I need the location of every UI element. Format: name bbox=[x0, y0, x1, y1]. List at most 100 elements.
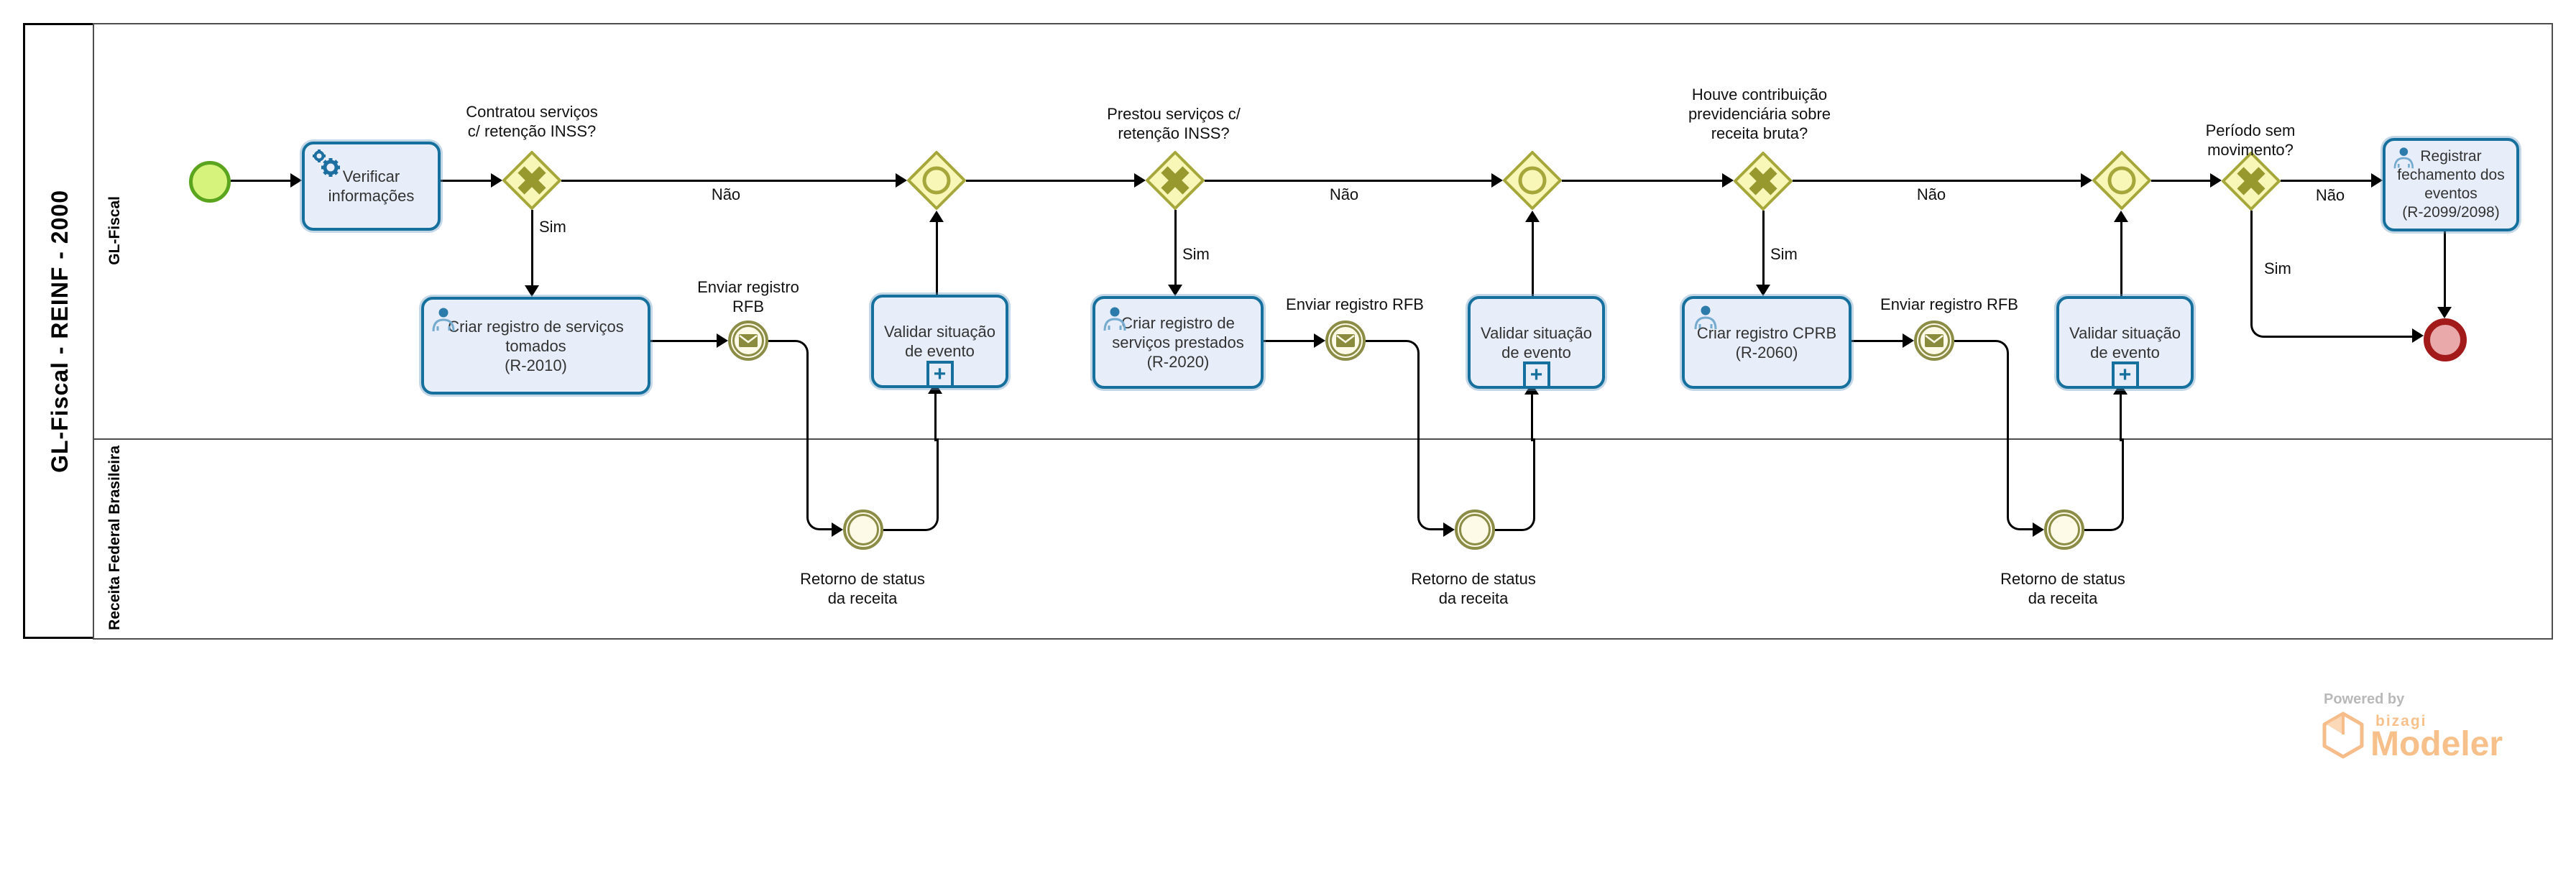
gateway-label-prestou: Prestou serviços c/ retenção INSS? bbox=[1107, 105, 1241, 142]
subprocess-plus-icon: + bbox=[2111, 361, 2139, 389]
lane-label-gl-fiscal: GL-Fiscal bbox=[106, 196, 123, 265]
flow-label-nao-2: Não bbox=[1329, 185, 1359, 203]
task-label: Validar situação de evento bbox=[884, 323, 995, 360]
event-label-enviar-rfb-2: Enviar registro RFB bbox=[1286, 295, 1424, 313]
sequence-flow-route bbox=[883, 438, 939, 531]
event-label-retorno-2: Retorno de status da receita bbox=[1411, 570, 1536, 607]
flow-arrowhead bbox=[1314, 333, 1325, 348]
message-flow-route bbox=[1954, 340, 2009, 450]
flow-label-nao-1: Não bbox=[711, 185, 741, 203]
flow-label-nao-4: Não bbox=[2315, 186, 2345, 204]
flow-label-sim-1: Sim bbox=[539, 218, 566, 236]
gateway-periodo-sem-movimento[interactable] bbox=[2221, 151, 2281, 211]
event-double-ring bbox=[1459, 514, 1491, 545]
task-registrar-fechamento[interactable]: Registrar fechamento dos eventos (R-2099… bbox=[2383, 138, 2519, 231]
flow-arrowhead bbox=[1443, 522, 1455, 537]
event-double-ring bbox=[1330, 325, 1361, 356]
user-icon bbox=[1694, 305, 1717, 330]
event-label-retorno-3: Retorno de status da receita bbox=[2000, 570, 2125, 607]
flow-arrowhead bbox=[2114, 211, 2128, 222]
modeler-wordmark: Modeler bbox=[2370, 725, 2503, 763]
pool-title: GL-Fiscal - REINF - 2000 bbox=[47, 189, 73, 473]
sequence-flow-nao-4 bbox=[2281, 180, 2371, 182]
event-double-ring bbox=[1918, 325, 1950, 356]
catch-event-retorno-3[interactable] bbox=[2044, 510, 2084, 550]
flow-arrowhead bbox=[1168, 285, 1182, 296]
subprocess-plus-icon: + bbox=[926, 361, 954, 388]
sequence-flow-nao-2 bbox=[1205, 180, 1491, 182]
message-flow-route bbox=[806, 424, 835, 530]
event-label-enviar-rfb-1: Enviar registro RFB bbox=[697, 278, 799, 315]
gateway-merge-1[interactable] bbox=[906, 150, 967, 211]
gateway-contratou-servicos[interactable] bbox=[502, 150, 562, 211]
subprocess-validar-situacao-3[interactable]: Validar situação de evento + bbox=[2056, 296, 2194, 389]
flow-arrowhead bbox=[832, 522, 843, 537]
catch-event-retorno-1[interactable] bbox=[843, 510, 883, 550]
task-label: Criar registro de serviços tomados (R-20… bbox=[448, 317, 624, 374]
message-event-enviar-rfb-3[interactable] bbox=[1914, 321, 1954, 361]
start-event[interactable] bbox=[189, 161, 231, 203]
flow-arrowhead bbox=[2371, 173, 2383, 188]
gateway-houve-contribuicao[interactable] bbox=[1733, 151, 1793, 211]
task-label: Criar registro CPRB (R-2060) bbox=[1696, 323, 1837, 361]
task-label: Validar situação de evento bbox=[1481, 323, 1592, 361]
gateway-label-contratou: Contratou serviços c/ retenção INSS? bbox=[466, 103, 598, 140]
sequence-flow bbox=[1258, 340, 1314, 342]
subprocess-validar-situacao-1[interactable]: Validar situação de evento + bbox=[871, 295, 1008, 388]
flow-label-sim-3: Sim bbox=[1770, 245, 1798, 263]
sequence-flow bbox=[936, 221, 938, 295]
end-event[interactable] bbox=[2424, 318, 2467, 361]
task-verificar-informacoes[interactable]: Verificar informações bbox=[302, 142, 441, 231]
message-event-enviar-rfb-1[interactable] bbox=[728, 321, 768, 361]
sequence-flow-sim-1 bbox=[531, 210, 533, 285]
flow-arrowhead bbox=[2210, 173, 2222, 188]
message-flow-route bbox=[768, 340, 809, 450]
sequence-flow-route bbox=[1495, 438, 1535, 531]
flow-arrowhead bbox=[2437, 307, 2452, 318]
flow-arrowhead bbox=[1491, 173, 1503, 188]
flow-arrowhead bbox=[896, 173, 907, 188]
sequence-flow-sim-3 bbox=[1762, 211, 1765, 285]
sequence-flow bbox=[1532, 221, 1534, 296]
flow-arrowhead bbox=[1756, 285, 1770, 296]
message-event-enviar-rfb-2[interactable] bbox=[1325, 321, 1366, 361]
bizagi-wordmark: bizagi bbox=[2375, 713, 2427, 729]
sequence-flow bbox=[645, 340, 717, 342]
flow-arrowhead bbox=[290, 173, 302, 188]
gateway-merge-2[interactable] bbox=[1502, 150, 1563, 211]
task-label: Criar registro de serviços prestados (R-… bbox=[1112, 314, 1244, 371]
event-double-ring bbox=[2048, 514, 2080, 545]
flow-arrowhead bbox=[717, 333, 728, 348]
sequence-flow bbox=[2444, 226, 2446, 307]
flow-arrowhead bbox=[491, 173, 502, 188]
flow-label-sim-2: Sim bbox=[1182, 245, 1210, 263]
gateway-prestou-servicos[interactable] bbox=[1145, 150, 1205, 211]
task-criar-registro-servicos-prestados[interactable]: Criar registro de serviços prestados (R-… bbox=[1092, 296, 1264, 389]
sequence-flow bbox=[435, 180, 492, 182]
task-criar-registro-cprb[interactable]: Criar registro CPRB (R-2060) bbox=[1682, 296, 1852, 389]
sequence-flow-sim-2 bbox=[1174, 210, 1177, 285]
flow-arrowhead bbox=[1134, 173, 1146, 188]
lane-label-wrap-2: Receita Federal Brasileira bbox=[97, 438, 133, 637]
flow-arrowhead bbox=[2033, 522, 2044, 537]
sequence-flow-nao-3 bbox=[1793, 180, 2081, 182]
sequence-flow-route bbox=[1531, 395, 1533, 441]
bizagi-logo-icon bbox=[2322, 711, 2364, 759]
catch-event-retorno-2[interactable] bbox=[1455, 510, 1495, 550]
subprocess-validar-situacao-2[interactable]: Validar situação de evento + bbox=[1468, 296, 1605, 389]
lane-label-receita-federal: Receita Federal Brasileira bbox=[106, 445, 123, 630]
sequence-flow bbox=[2120, 221, 2122, 296]
sequence-flow-route bbox=[2120, 395, 2122, 441]
sequence-flow bbox=[1562, 180, 1722, 182]
powered-by-text: Powered by bbox=[2324, 691, 2405, 707]
event-double-ring bbox=[732, 325, 764, 356]
flow-arrowhead bbox=[2081, 173, 2092, 188]
lane-label-wrap-1: GL-Fiscal bbox=[97, 23, 133, 438]
lane-receita-federal bbox=[93, 438, 2553, 640]
subprocess-plus-icon: + bbox=[1522, 361, 1550, 389]
gateway-merge-3[interactable] bbox=[2092, 150, 2152, 211]
task-criar-registro-servicos-tomados[interactable]: Criar registro de serviços tomados (R-20… bbox=[421, 297, 650, 395]
gateway-label-periodo: Período sem movimento? bbox=[2205, 121, 2296, 159]
message-flow-route bbox=[1417, 424, 1446, 530]
